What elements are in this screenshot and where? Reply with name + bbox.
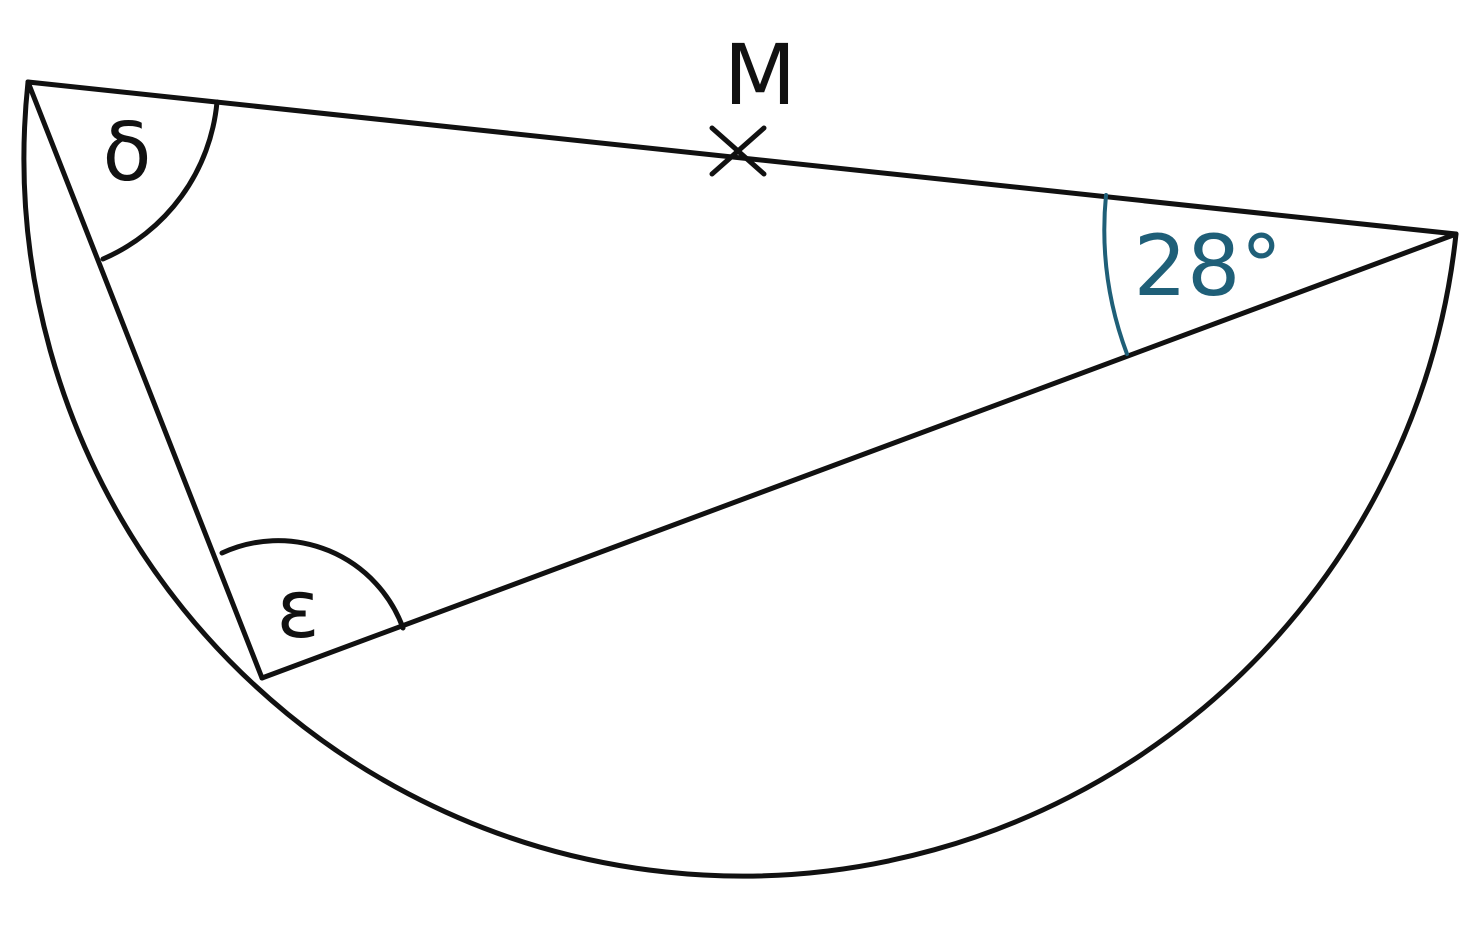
semicircle-arc (21, 79, 1459, 879)
label-angle-delta: δ (103, 106, 152, 199)
diameter-line (25, 79, 1459, 237)
center-point-marker (709, 125, 767, 177)
angle-arc-delta (100, 99, 220, 262)
angle-arc-28 (1102, 193, 1129, 356)
label-center-m: M (724, 26, 796, 124)
chord-left (25, 79, 265, 681)
label-angle-28: 28° (1134, 217, 1283, 315)
angle-arc-epsilon (219, 538, 406, 631)
label-angle-epsilon: ε (276, 563, 319, 656)
chord-right (259, 231, 1459, 681)
